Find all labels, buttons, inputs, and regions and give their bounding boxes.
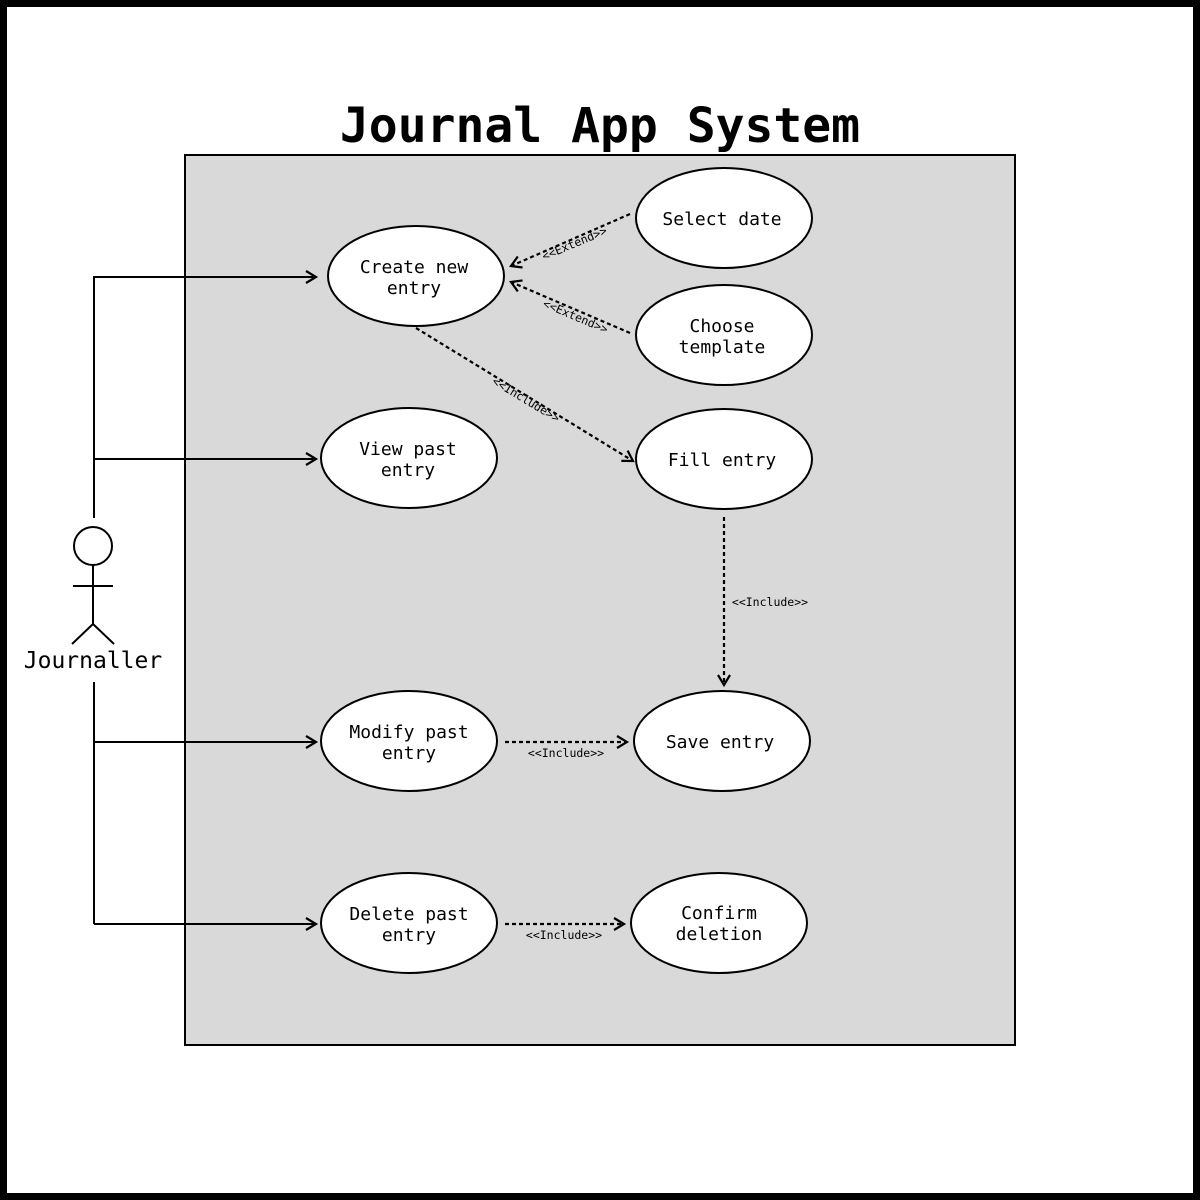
- use-case-label-line-2: entry: [382, 743, 436, 764]
- actor-journaller[interactable]: Journaller: [24, 526, 162, 674]
- actor-left-leg: [71, 623, 94, 645]
- include-label-save-entry-vertical: <<Include>>: [732, 595, 808, 609]
- use-case-ellipse: [320, 407, 498, 509]
- use-case-label-line-1: Create new: [360, 257, 469, 278]
- use-case-label-line-1: Modify past: [349, 722, 468, 743]
- use-case-ellipse: [327, 225, 505, 327]
- include-fill-entry-arrow: [415, 327, 635, 463]
- use-case-label-line-1: Delete past: [349, 904, 468, 925]
- actor-right-leg: [92, 623, 115, 645]
- use-case-save-entry[interactable]: Save entry: [633, 690, 811, 792]
- include-label-confirm-deletion: <<Include>>: [526, 928, 602, 942]
- actor-head: [73, 526, 113, 566]
- use-case-label-line-1: View past: [359, 439, 457, 460]
- extend-choose-template-arrow: [509, 279, 631, 335]
- use-case-label-line-1: Confirm: [681, 903, 757, 924]
- use-case-ellipse: [635, 167, 813, 269]
- use-case-ellipse: [635, 284, 813, 386]
- use-case-ellipse: [635, 408, 813, 510]
- association-lines: [93, 270, 319, 931]
- include-label-save-entry-horizontal: <<Include>>: [528, 746, 604, 760]
- use-case-select-date[interactable]: Select date: [635, 167, 813, 269]
- use-case-label-line-2: deletion: [676, 924, 763, 945]
- use-case-label-line-1: Choose: [689, 316, 754, 337]
- system-boundary: [184, 154, 1016, 1046]
- use-case-modify-past-entry[interactable]: Modify past entry: [320, 690, 498, 792]
- use-case-confirm-deletion[interactable]: Confirm deletion: [630, 872, 808, 974]
- use-case-label-line-2: entry: [387, 278, 441, 299]
- use-case-label-line-1: Save entry: [666, 732, 775, 753]
- use-case-ellipse: [320, 690, 498, 792]
- extend-select-date-arrow: [509, 212, 631, 269]
- use-case-label-line-2: entry: [381, 460, 435, 481]
- use-case-create-new-entry[interactable]: Create new entry: [327, 225, 505, 327]
- use-case-label-line-2: entry: [382, 925, 436, 946]
- diagram-title: Journal App System: [339, 98, 861, 154]
- use-case-fill-entry[interactable]: Fill entry: [635, 408, 813, 510]
- use-case-ellipse: [630, 872, 808, 974]
- use-case-ellipse: [320, 872, 498, 974]
- use-case-label-line-2: template: [679, 337, 766, 358]
- use-case-view-past-entry[interactable]: View past entry: [320, 407, 498, 509]
- use-case-delete-past-entry[interactable]: Delete past entry: [320, 872, 498, 974]
- use-case-label-line-1: Select date: [662, 209, 781, 230]
- use-case-choose-template[interactable]: Choose template: [635, 284, 813, 386]
- use-case-ellipse: [633, 690, 811, 792]
- dependency-arrows: [415, 212, 731, 931]
- actor-label: Journaller: [24, 648, 162, 674]
- use-case-label-line-1: Fill entry: [668, 450, 777, 471]
